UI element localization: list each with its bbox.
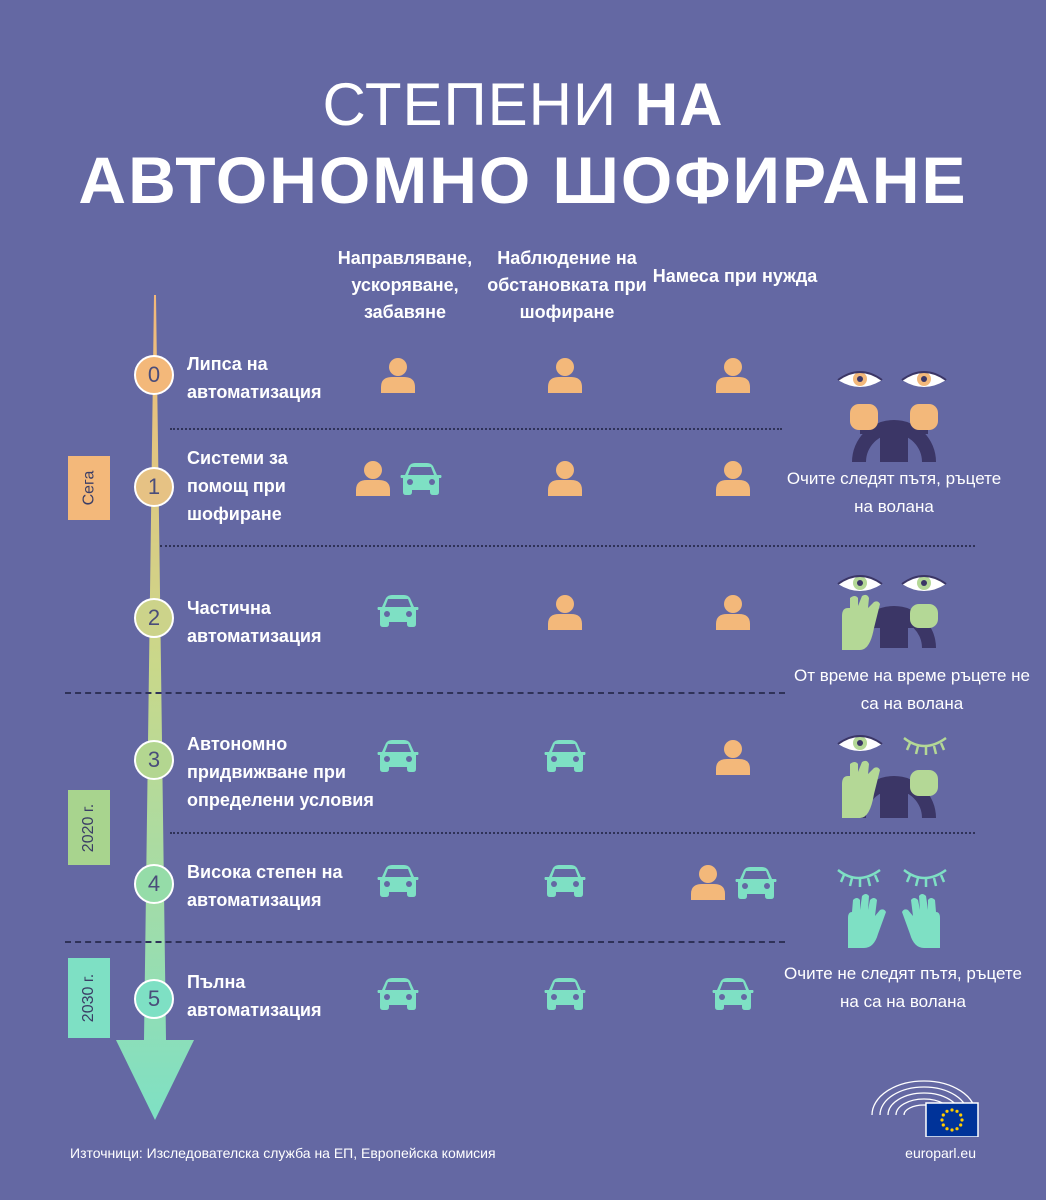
- level-circle-1: 1: [134, 467, 174, 507]
- closed-eye-icon: [837, 868, 881, 887]
- eye-icon: [837, 575, 883, 591]
- caption-hands-off-sometimes: От време на време ръцете не са на волана: [793, 666, 1031, 713]
- timeline-arrow-shape: [116, 295, 194, 1120]
- person-icon: [713, 460, 753, 496]
- hand-icon: [842, 594, 938, 650]
- illustration-one-eye-closed: [837, 735, 947, 818]
- hand-icon: [850, 404, 938, 430]
- level-name-1: Системи за помощ при шофиране: [187, 448, 288, 524]
- timeline-arrow: [116, 295, 194, 1120]
- person-and-car-icon: [353, 460, 443, 496]
- page-title-line2: АВТОНОМНО ШОФИРАНЕ: [78, 143, 968, 217]
- column-header-monitoring: Наблюдение на обстановката при шофиране: [487, 248, 647, 322]
- eye-icon: [837, 735, 883, 751]
- page-title-line1: СТЕПЕНИ НА: [0, 70, 1046, 139]
- column-header-control: Направляване, ускоряване, забавяне: [337, 248, 473, 322]
- steering-wheel-icon: [852, 420, 936, 462]
- level-circle-3: 3: [134, 740, 174, 780]
- era-label-2020: 2020 г.: [68, 790, 110, 865]
- source-note: Източници: Изследователска служба на ЕП,…: [70, 1145, 496, 1161]
- person-icon: [545, 460, 585, 496]
- car-icon: [711, 977, 755, 1011]
- caption-eyes-off-road: Очите не следят пътя, ръцете на са на во…: [784, 964, 1022, 1011]
- eye-icon: [901, 575, 947, 591]
- level-name-5: Пълна автоматизация: [187, 972, 322, 1020]
- person-icon: [378, 357, 418, 393]
- person-icon: [713, 739, 753, 775]
- site-link[interactable]: europarl.eu: [905, 1145, 976, 1161]
- title-bold: НА: [634, 71, 724, 138]
- column-header-fallback: Намеса при нужда: [652, 266, 818, 286]
- car-icon: [376, 864, 420, 898]
- illustration-eyes-closed-hands-off: [837, 868, 947, 948]
- level-name-4: Висока степен на автоматизация: [187, 862, 343, 910]
- closed-eye-icon: [903, 868, 947, 887]
- level-circle-0: 0: [134, 355, 174, 395]
- era-divider: [65, 692, 785, 694]
- era-label-now: Сега: [68, 456, 110, 520]
- title-light: СТЕПЕНИ: [322, 71, 618, 138]
- eye-icon: [901, 371, 947, 387]
- row-divider: [160, 545, 975, 547]
- level-circle-5: 5: [134, 979, 174, 1019]
- era-divider: [65, 941, 785, 943]
- level-name-2: Частична автоматизация: [187, 598, 322, 646]
- car-icon: [376, 594, 420, 628]
- illustration-hands-sometimes-off: [837, 575, 947, 650]
- person-icon: [545, 594, 585, 630]
- caption-eyes-on-road: Очите следят пътя, ръцете на волана: [786, 469, 1002, 516]
- person-icon: [713, 594, 753, 630]
- car-icon: [376, 977, 420, 1011]
- row-divider: [170, 832, 975, 834]
- row-divider: [170, 428, 782, 430]
- level-name-3: Автономно придвижване при определени усл…: [187, 734, 374, 810]
- closed-eye-icon: [903, 736, 947, 755]
- person-and-car-icon: [688, 864, 778, 900]
- eye-icon: [837, 371, 883, 387]
- level-circle-2: 2: [134, 598, 174, 638]
- eu-stars-icon: [940, 1108, 964, 1132]
- era-label-2030: 2030 г.: [68, 958, 110, 1038]
- car-icon: [543, 739, 587, 773]
- hand-icon: [842, 760, 938, 818]
- car-icon: [543, 864, 587, 898]
- hand-icon: [848, 894, 940, 948]
- eu-flag-icon: [925, 1102, 979, 1137]
- person-icon: [545, 357, 585, 393]
- level-circle-4: 4: [134, 864, 174, 904]
- europarl-logo: [871, 1080, 979, 1137]
- car-icon: [376, 739, 420, 773]
- illustration-eyes-hands-on-wheel: [837, 371, 947, 462]
- level-name-0: Липса на автоматизация: [187, 354, 322, 402]
- person-icon: [713, 357, 753, 393]
- car-icon: [543, 977, 587, 1011]
